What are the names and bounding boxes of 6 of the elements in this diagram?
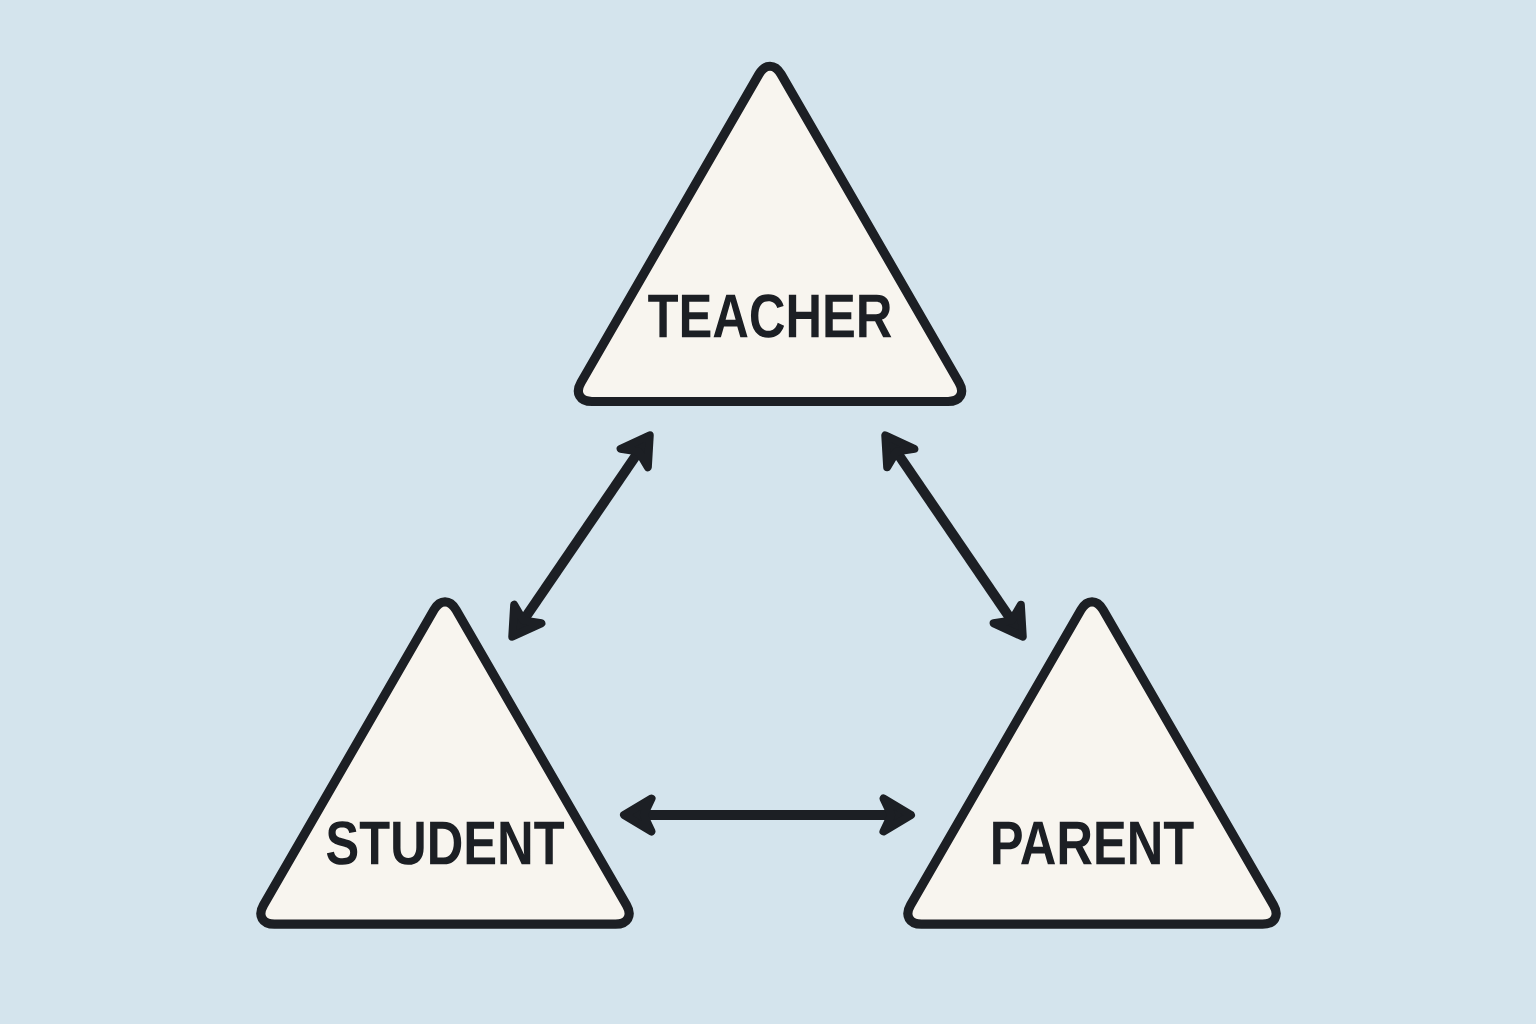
- double-arrow: [508, 431, 654, 641]
- double-arrow: [881, 431, 1027, 641]
- triangle-node: PARENT: [903, 597, 1281, 929]
- triangle-node: TEACHER: [573, 61, 967, 407]
- triangle-node: STUDENT: [256, 597, 634, 929]
- double-arrow: [620, 794, 915, 836]
